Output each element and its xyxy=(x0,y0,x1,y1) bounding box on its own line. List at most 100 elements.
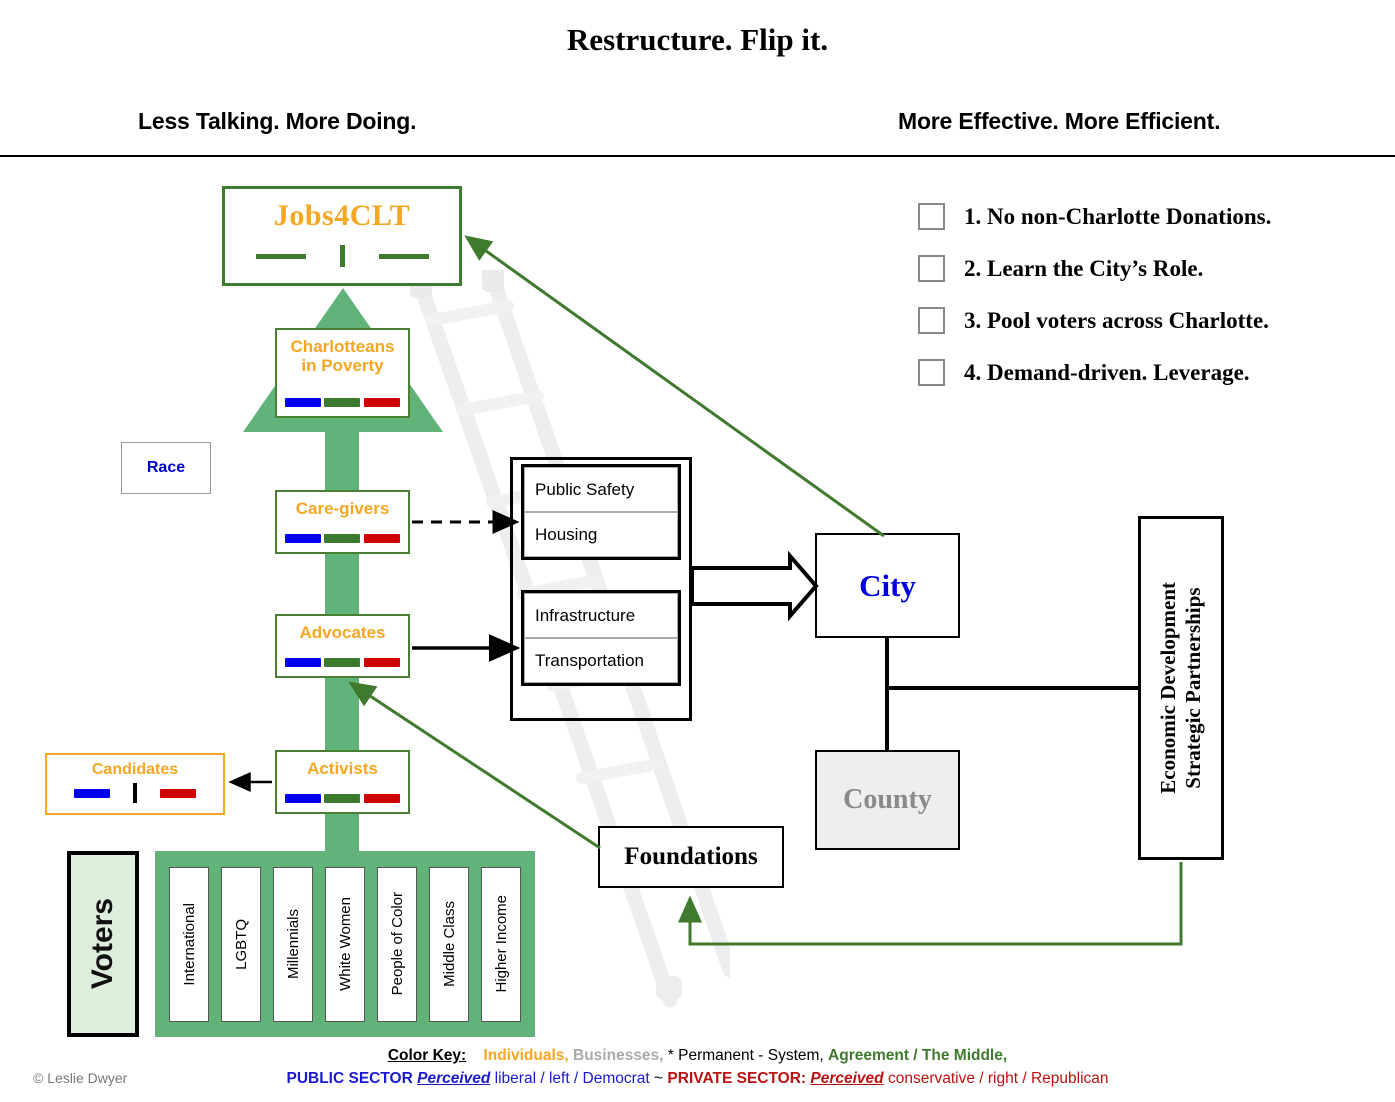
header-divider xyxy=(0,155,1395,157)
subtitle-left: Less Talking. More Doing. xyxy=(138,108,417,134)
function-cell[interactable]: Infrastructure xyxy=(524,593,678,638)
voter-segment[interactable]: LGBTQ xyxy=(221,866,261,1022)
jobs4clt-brand-box[interactable]: Jobs4CLT xyxy=(222,186,462,286)
voter-segment-label: Higher Income xyxy=(492,895,510,993)
voters-label: Voters xyxy=(86,898,119,990)
color-key-private-sector: PRIVATE SECTOR: xyxy=(667,1070,807,1087)
checkbox-icon[interactable] xyxy=(918,203,945,230)
partnerships-line1: Economic Development xyxy=(1156,582,1180,794)
bar-blue xyxy=(284,794,321,803)
advocates-box[interactable]: Advocates xyxy=(275,614,410,678)
bar-green xyxy=(324,398,361,407)
advocates-color-bars xyxy=(277,658,408,667)
voter-segment[interactable]: Millennials xyxy=(273,866,313,1022)
checklist-item-label: 1. No non-Charlotte Donations. xyxy=(964,203,1272,229)
spine-segment-lower xyxy=(325,676,359,754)
functions-group-infra-transport: Infrastructure Transportation xyxy=(521,590,681,686)
color-key-private-rest: conservative / right / Republican xyxy=(887,1070,1109,1087)
voter-segment[interactable]: Middle Class xyxy=(429,866,469,1022)
bar-green xyxy=(324,658,361,667)
voter-segment-label: Millennials xyxy=(284,908,302,980)
function-cell[interactable]: Public Safety xyxy=(524,467,678,512)
voter-segment-label: International xyxy=(180,902,198,986)
bar-blue xyxy=(284,658,321,667)
county-box[interactable]: County xyxy=(815,750,960,850)
color-key-public-sector: PUBLIC SECTOR xyxy=(286,1070,413,1087)
voter-segment[interactable]: Higher Income xyxy=(481,866,521,1022)
action-checklist: 1. No non-Charlotte Donations. 2. Learn … xyxy=(918,203,1388,411)
voter-segment[interactable]: People of Color xyxy=(377,866,417,1022)
color-key-public-perceived: Perceived xyxy=(417,1070,491,1087)
checklist-row[interactable]: 1. No non-Charlotte Donations. xyxy=(918,203,1388,230)
checkbox-icon[interactable] xyxy=(918,255,945,282)
color-key-businesses: Businesses, xyxy=(573,1047,664,1064)
voter-segment-label: People of Color xyxy=(388,892,406,996)
copyright-text: © Leslie Dwyer xyxy=(33,1070,128,1086)
partnerships-line2: Strategic Partnerships xyxy=(1181,587,1205,789)
county-label: County xyxy=(843,784,932,815)
color-key-footer: Color Key: Individuals, Businesses, * Pe… xyxy=(0,1044,1395,1090)
checkbox-icon[interactable] xyxy=(918,307,945,334)
bar-red xyxy=(364,658,401,667)
checklist-row[interactable]: 4. Demand-driven. Leverage. xyxy=(918,359,1388,386)
page-title: Restructure. Flip it. xyxy=(566,22,829,57)
brand-color-key xyxy=(225,245,459,267)
candidates-box[interactable]: Candidates xyxy=(45,753,225,815)
foundations-box[interactable]: Foundations xyxy=(598,826,784,888)
color-key-line1: Color Key: Individuals, Businesses, * Pe… xyxy=(0,1044,1395,1067)
bar-green xyxy=(324,794,361,803)
bar-blue xyxy=(284,398,321,407)
voters-label-box: Voters xyxy=(67,851,139,1037)
brand-tick-center xyxy=(339,245,345,267)
bar-red xyxy=(159,788,196,798)
color-key-line2: PUBLIC SECTOR Perceived liberal / left /… xyxy=(0,1067,1395,1090)
brand-dash-left xyxy=(255,253,306,259)
partnerships-label: Economic Development Strategic Partnersh… xyxy=(1156,582,1206,794)
voter-segment[interactable]: International xyxy=(169,866,209,1022)
color-key-public-rest: liberal / left / Democrat xyxy=(494,1070,650,1087)
activists-label: Activists xyxy=(307,759,378,778)
bar-red xyxy=(364,794,401,803)
color-key-permanent: * Permanent - System, xyxy=(667,1047,824,1064)
poverty-label-line1: Charlotteans xyxy=(290,337,395,356)
bar-blue xyxy=(74,788,111,798)
city-box[interactable]: City xyxy=(815,533,960,638)
advocates-label: Advocates xyxy=(299,623,386,642)
voter-segment-label: LGBTQ xyxy=(232,918,250,970)
brand-dash-right xyxy=(378,253,429,259)
bar-green xyxy=(324,534,361,543)
color-key-private-perceived: Perceived xyxy=(810,1070,884,1087)
economic-development-partnerships-box[interactable]: Economic Development Strategic Partnersh… xyxy=(1138,516,1224,860)
color-key-individuals: Individuals, xyxy=(483,1047,569,1064)
color-key-label: Color Key: xyxy=(387,1047,467,1064)
checklist-row[interactable]: 2. Learn the City’s Role. xyxy=(918,255,1388,282)
voter-segment-label: White Women xyxy=(336,897,354,991)
function-cell[interactable]: Housing xyxy=(524,512,678,557)
voter-segment[interactable]: White Women xyxy=(325,866,365,1022)
care-givers-box[interactable]: Care-givers xyxy=(275,490,410,554)
voter-segment-label: Middle Class xyxy=(440,901,458,987)
block-arrow-functions-to-city xyxy=(690,550,819,622)
care-givers-label: Care-givers xyxy=(295,499,390,518)
race-box[interactable]: Race xyxy=(121,442,211,494)
voters-segments-group: International LGBTQ Millennials White Wo… xyxy=(155,851,535,1037)
city-label: City xyxy=(859,567,916,603)
activists-color-bars xyxy=(277,794,408,803)
foundations-label: Foundations xyxy=(624,843,758,870)
color-key-agreement: Agreement / The Middle, xyxy=(828,1047,1008,1064)
checkbox-icon[interactable] xyxy=(918,359,945,386)
poverty-color-bars xyxy=(277,398,408,407)
charlotteans-in-poverty-box[interactable]: Charlotteans in Poverty xyxy=(275,328,410,418)
checklist-item-label: 4. Demand-driven. Leverage. xyxy=(964,359,1250,385)
checklist-row[interactable]: 3. Pool voters across Charlotte. xyxy=(918,307,1388,334)
race-label: Race xyxy=(146,459,186,476)
bar-red xyxy=(364,534,401,543)
poverty-label-line2: in Poverty xyxy=(301,356,384,375)
color-key-tilde: ~ xyxy=(654,1070,664,1087)
function-cell[interactable]: Transportation xyxy=(524,638,678,683)
functions-group-safety-housing: Public Safety Housing xyxy=(521,464,681,560)
candidates-tick xyxy=(132,783,137,803)
checklist-item-label: 3. Pool voters across Charlotte. xyxy=(964,307,1269,333)
subtitle-right: More Effective. More Efficient. xyxy=(898,108,1221,134)
activists-box[interactable]: Activists xyxy=(275,750,410,814)
